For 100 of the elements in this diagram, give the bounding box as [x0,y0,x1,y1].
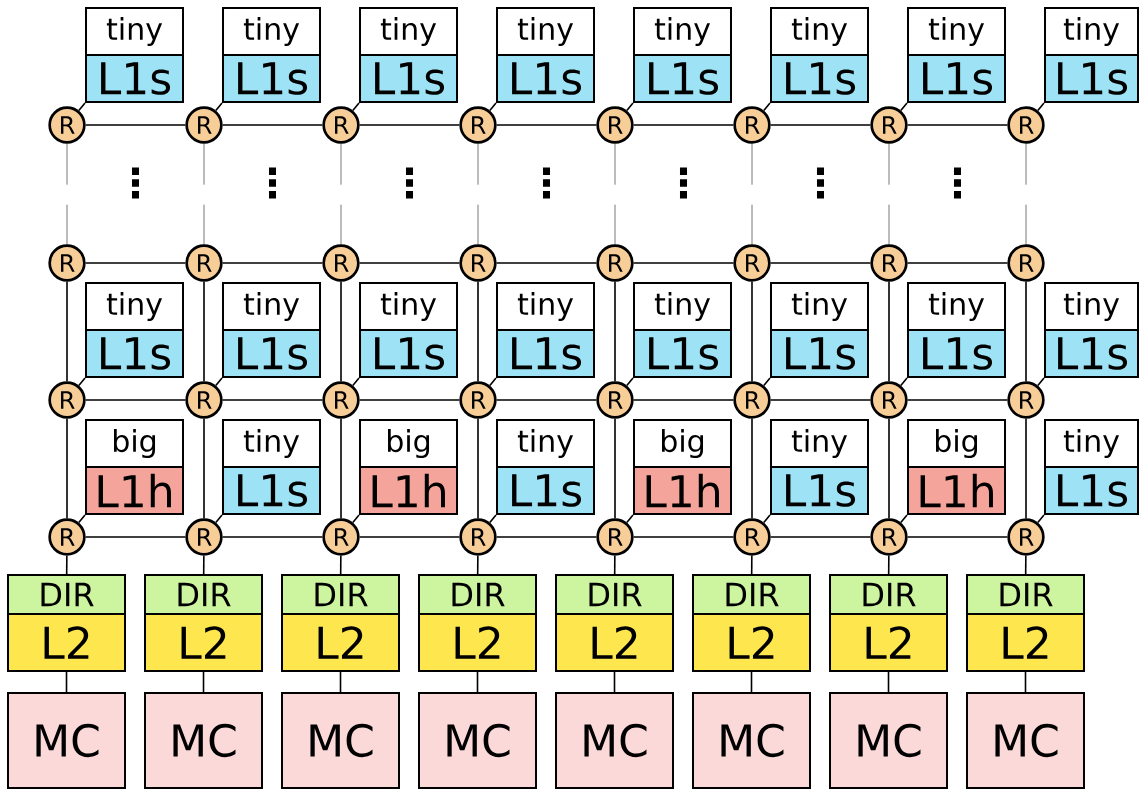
ellipsis-label: ⋮ [817,167,824,199]
link-line [614,280,616,383]
core-box: tiny [496,419,595,468]
l2-cache-box: L2 [7,613,126,672]
core-box: big [633,419,732,468]
core-box: tiny [770,282,869,331]
link-line [65,554,68,575]
link-line [613,554,616,575]
directory-box: DIR [418,574,537,615]
link-line [202,671,205,693]
core-box: big [85,419,184,468]
core-box: tiny [770,419,869,468]
directory-box: DIR [829,574,948,615]
link-line [84,124,187,126]
link-line [495,124,598,126]
cache-box: L1s [496,329,595,378]
link-line [66,143,68,245]
core-box: tiny [85,282,184,331]
link-line [900,514,908,524]
directory-box: DIR [281,574,400,615]
cache-box: L1s [770,54,869,103]
link-line [1037,514,1045,524]
link-line [1037,377,1045,387]
ellipsis-label: ⋮ [132,167,139,199]
link-line [763,514,771,524]
link-line [900,102,908,112]
l2-cache-box: L2 [555,613,674,672]
link-line [352,102,360,112]
core-box: tiny [222,7,321,56]
link-line [769,124,872,126]
link-line [1025,417,1027,520]
link-line [221,262,324,264]
memory-controller-box: MC [281,692,400,789]
core-box: tiny [770,7,869,56]
link-line [888,143,890,245]
l2-cache-box: L2 [692,613,811,672]
core-box: tiny [359,282,458,331]
link-line [358,124,461,126]
link-line [78,514,86,524]
link-line [614,417,616,520]
link-line [215,377,223,387]
cache-box: L1h [85,466,184,515]
link-line [66,280,68,383]
ellipsis-label: ⋮ [406,167,413,199]
link-line [358,399,461,401]
cache-box: L1s [496,54,595,103]
core-box: tiny [359,7,458,56]
link-line [614,143,616,245]
link-line [495,536,598,538]
core-box: tiny [907,282,1006,331]
link-line [84,536,187,538]
link-line [339,554,342,575]
link-line [352,514,360,524]
cache-box: L1s [222,466,321,515]
ellipsis-label: ⋮ [543,167,550,199]
cache-box: L1h [907,466,1006,515]
link-line [750,554,753,575]
core-box: tiny [907,7,1006,56]
ellipsis-label: ⋮ [954,167,961,199]
l2-cache-box: L2 [281,613,400,672]
core-box: tiny [1044,419,1139,468]
link-line [215,514,223,524]
link-line [888,280,890,383]
link-line [221,124,324,126]
cache-box: L1s [1044,466,1139,515]
cache-box: L1s [222,54,321,103]
link-line [887,671,890,693]
cache-box: L1s [85,329,184,378]
core-box: tiny [85,7,184,56]
cache-box: L1s [359,329,458,378]
cache-box: L1s [496,466,595,515]
core-box: tiny [496,282,595,331]
link-line [477,280,479,383]
memory-controller-box: MC [966,692,1085,789]
directory-box: DIR [144,574,263,615]
link-line [476,554,479,575]
cache-box: L1s [1044,329,1139,378]
core-box: tiny [222,419,321,468]
link-line [632,262,735,264]
link-line [1037,102,1045,112]
core-box: tiny [496,7,595,56]
link-line [340,417,342,520]
core-box: big [907,419,1006,468]
cache-box: L1s [907,329,1006,378]
link-line [750,671,753,693]
link-line [906,124,1009,126]
link-line [495,262,598,264]
link-line [751,280,753,383]
link-line [887,554,890,575]
ellipsis-label: ⋮ [269,167,276,199]
memory-controller-box: MC [7,692,126,789]
link-line [339,671,342,693]
link-line [906,399,1009,401]
directory-box: DIR [966,574,1085,615]
link-line [340,143,342,245]
link-line [906,536,1009,538]
cache-box: L1s [907,54,1006,103]
cache-box: L1h [633,466,732,515]
cache-box: L1s [1044,54,1139,103]
link-line [221,536,324,538]
